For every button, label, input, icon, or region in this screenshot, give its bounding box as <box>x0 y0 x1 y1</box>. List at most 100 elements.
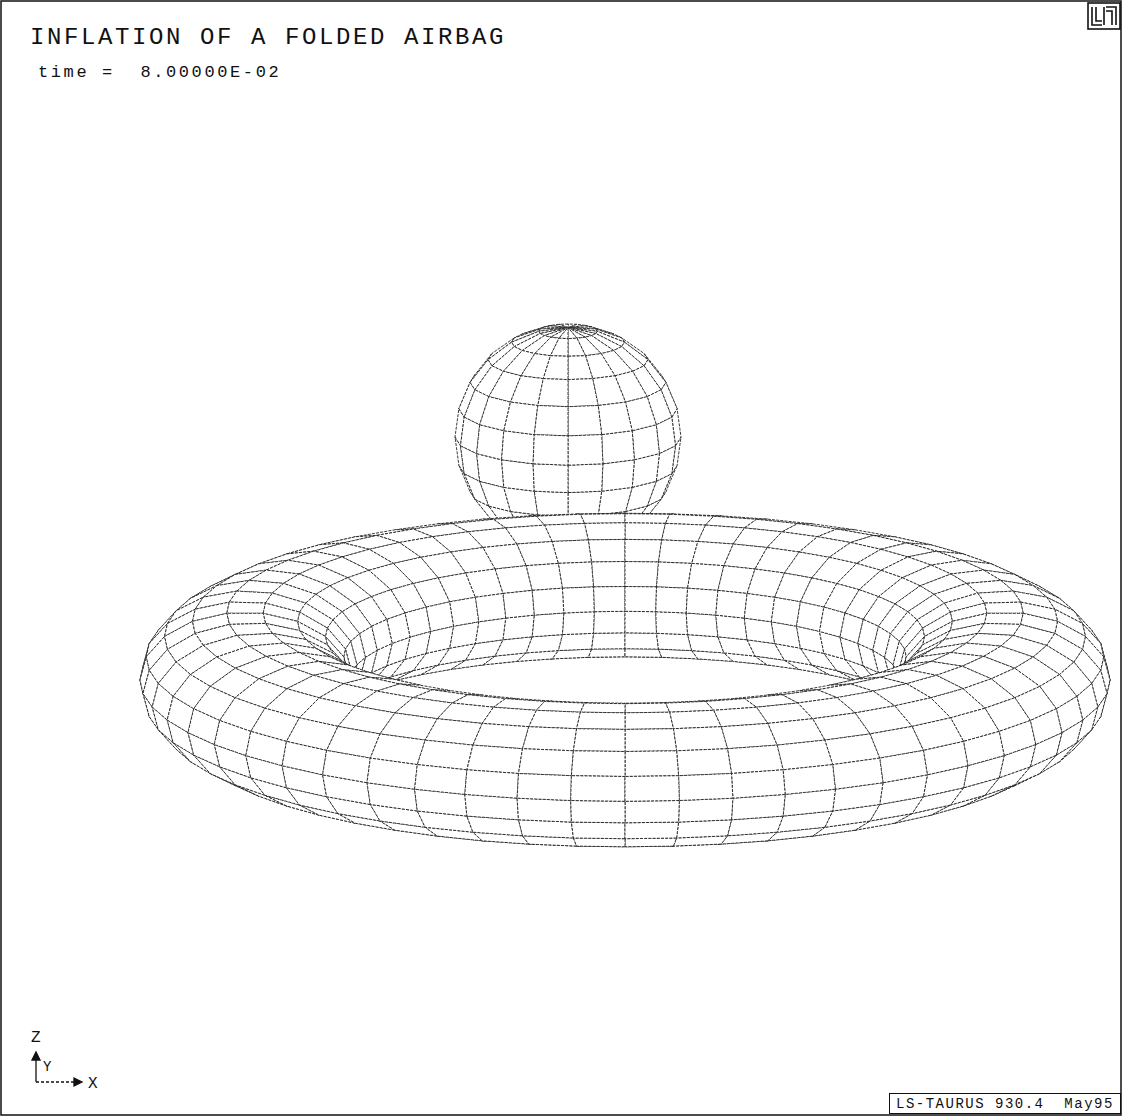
airbag-face <box>573 838 625 847</box>
airbag-face <box>558 633 593 650</box>
head-sphere-face <box>533 435 568 466</box>
airbag-face <box>625 587 657 612</box>
airbag-face <box>562 587 594 613</box>
airbag-face <box>625 633 659 649</box>
airbag-face <box>532 613 564 637</box>
airbag-face <box>545 523 589 541</box>
airbag-face <box>592 633 626 649</box>
airbag-face <box>573 729 625 752</box>
airbag-face <box>571 822 625 839</box>
airbag-face <box>588 539 625 562</box>
airbag-face <box>625 514 670 524</box>
airbag-face <box>594 587 626 612</box>
airbag-face <box>721 723 777 748</box>
airbag-face <box>670 710 722 728</box>
airbag-face <box>744 618 774 644</box>
airbag-face <box>659 540 698 564</box>
airbag-face <box>562 612 594 635</box>
airbag-face <box>728 745 784 773</box>
airbag-face <box>188 709 220 745</box>
airbag-face <box>580 514 625 524</box>
airbag-face <box>686 588 718 615</box>
airbag-face <box>985 613 1024 624</box>
head-sphere-face <box>477 425 504 460</box>
airbag-face <box>716 615 747 640</box>
airbag-face <box>923 741 968 774</box>
airbag-face <box>625 751 679 777</box>
airbag-face <box>625 838 677 847</box>
airbag-face <box>532 588 564 615</box>
head-sphere-face <box>533 464 568 493</box>
head-sphere-face <box>568 328 577 339</box>
head-sphere-face <box>598 402 632 435</box>
airbag-face <box>475 618 505 644</box>
airbag-face <box>985 602 1024 613</box>
airbag-face <box>475 594 505 622</box>
airbag-face <box>552 540 591 564</box>
airbag-face <box>571 801 625 823</box>
airbag-face <box>679 798 733 822</box>
airbag-face <box>625 523 666 540</box>
airbag-face <box>656 612 688 635</box>
airbag-face <box>978 591 1021 603</box>
airbag-face <box>625 712 673 729</box>
airbag-face <box>465 794 519 819</box>
head-sphere-face <box>568 356 593 380</box>
airbag-face <box>227 602 266 613</box>
head-sphere-face <box>568 491 602 516</box>
airbag-face <box>771 597 800 626</box>
airbag-face <box>625 801 679 823</box>
airbag-face <box>625 611 657 633</box>
airbag-face <box>833 758 883 789</box>
airbag-face <box>282 741 327 774</box>
airbag-face <box>964 731 1005 765</box>
airbag-face <box>503 615 534 640</box>
airbag-face <box>656 587 688 613</box>
airbag-face <box>677 749 732 776</box>
head-sphere-face <box>551 328 568 339</box>
airbag-face <box>450 597 479 626</box>
plot-title: INFLATION OF A FOLDED AIRBAG <box>30 26 506 50</box>
airbag-face <box>797 602 824 632</box>
airbag-face <box>417 740 473 770</box>
head-sphere-face <box>598 487 632 515</box>
head-sphere-face <box>534 491 568 516</box>
head-sphere-face <box>551 338 569 356</box>
head-sphere-face <box>504 487 538 515</box>
airbag-face <box>732 770 786 798</box>
airbag-face <box>580 703 625 713</box>
airbag-face <box>686 613 718 637</box>
airbag-face <box>523 727 577 751</box>
head-sphere-face <box>559 328 568 339</box>
head-sphere-face <box>568 435 603 466</box>
head-sphere-face <box>632 425 659 460</box>
airbag-face <box>673 727 727 751</box>
airbag-face <box>519 820 574 838</box>
head-sphere-face <box>534 406 568 436</box>
airbag-face <box>625 776 679 802</box>
airbag-face <box>473 723 529 748</box>
airbag-face <box>625 703 670 713</box>
airbag-face <box>999 721 1035 756</box>
head-sphere-face <box>568 338 586 356</box>
head-sphere-face <box>502 460 535 491</box>
head-sphere-face <box>502 431 535 464</box>
head-sphere-face <box>568 406 602 436</box>
airbag-face <box>246 731 287 765</box>
airbag-face <box>777 740 833 770</box>
airbag-face <box>214 721 251 756</box>
axis-triad <box>32 1052 82 1086</box>
version-box: LS-TAURUS 930.4 May95 <box>889 1093 1121 1114</box>
airbag-face <box>519 749 574 776</box>
head-sphere-face <box>543 356 568 380</box>
airbag-face <box>585 523 626 540</box>
version-text: LS-TAURUS 930.4 May95 <box>896 1097 1114 1111</box>
axis-label: Z <box>31 1030 41 1046</box>
airbag-face <box>716 590 747 618</box>
airbag-face <box>625 649 662 658</box>
head-sphere-face <box>504 402 538 435</box>
airbag-face <box>1030 709 1062 745</box>
airbag-face <box>657 562 692 588</box>
airbag-face <box>625 822 679 839</box>
